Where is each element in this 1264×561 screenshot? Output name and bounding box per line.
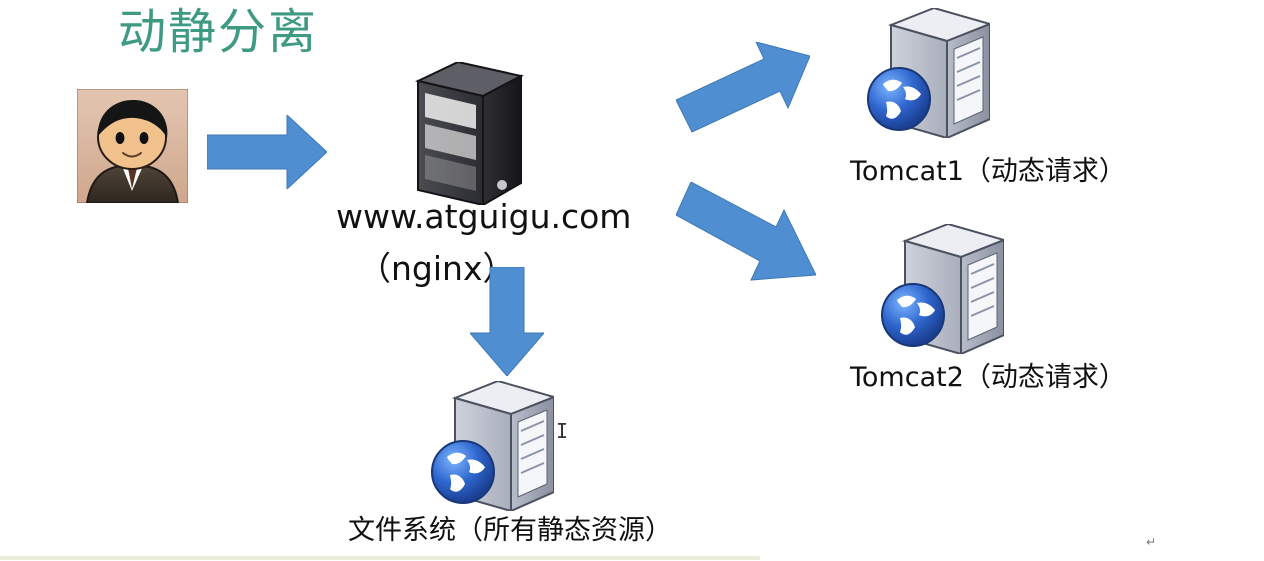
diagram-title: 动静分离 [118, 4, 319, 60]
arrow-nginx-to-filesystem [470, 267, 544, 376]
arrow-user-to-nginx [207, 115, 327, 189]
tomcat1-server-icon [867, 8, 990, 138]
slide-footer-line [0, 556, 760, 560]
nginx-domain-label: www.atguigu.com [336, 197, 632, 236]
filesystem-label: 文件系统（所有静态资源） [348, 515, 672, 546]
tomcat2-server-icon [881, 224, 1004, 354]
arrow-nginx-to-tomcat1 [676, 42, 810, 133]
nginx-subtitle-label: （nginx） [358, 249, 516, 288]
tomcat1-label: Tomcat1（动态请求） [850, 156, 1126, 187]
paragraph-return-icon: ↵ [1146, 535, 1157, 549]
text-cursor-icon: I [556, 419, 569, 443]
tomcat2-label: Tomcat2（动态请求） [850, 362, 1126, 393]
filesystem-server-icon [431, 381, 554, 511]
user-avatar-icon [77, 89, 188, 203]
arrow-nginx-to-tomcat2 [676, 182, 816, 281]
nginx-server-icon [414, 62, 524, 205]
